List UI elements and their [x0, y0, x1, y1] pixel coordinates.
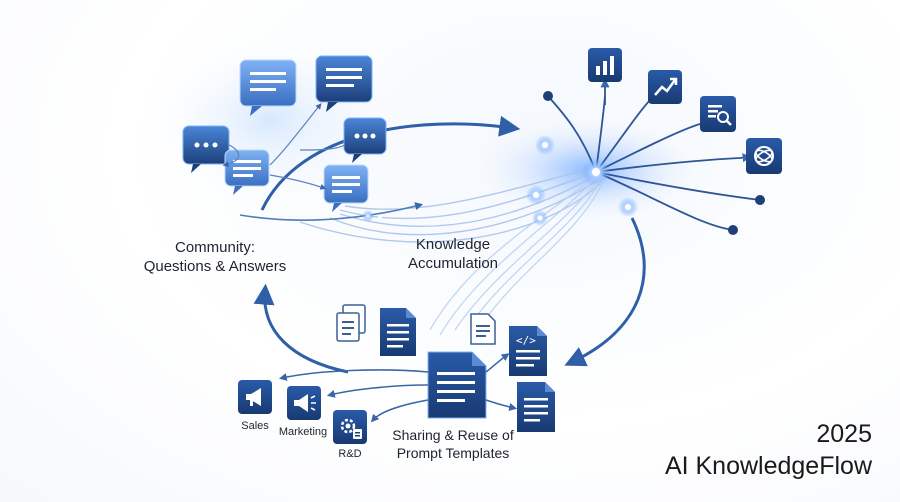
document-icon — [517, 382, 555, 432]
sales-label: Sales — [241, 420, 269, 432]
svg-text:</>: </> — [516, 334, 536, 347]
megaphone-icon — [287, 386, 321, 420]
chat-bubble-icon — [323, 164, 369, 212]
code-document-icon: </> — [509, 326, 547, 376]
community-label: Community: Questions & Answers — [143, 239, 287, 275]
document-outline-icon — [470, 313, 496, 345]
thin-arrow-to-hub — [239, 202, 424, 222]
chat-bubble-icon — [239, 59, 297, 116]
marketing-label: Marketing — [278, 426, 328, 438]
megaphone-icon — [238, 380, 272, 414]
prompt-template-document-icon — [427, 351, 487, 419]
ai-knot-icon — [746, 138, 782, 174]
trend-line-icon — [648, 70, 682, 104]
stacked-documents-icon — [336, 304, 366, 342]
chat-bubble-icon — [343, 117, 387, 163]
glow-nodes — [362, 135, 638, 226]
bar-chart-icon — [588, 48, 622, 82]
brand-title: AI KnowledgeFlow — [664, 452, 872, 480]
chat-bubble-icon — [315, 55, 373, 112]
knowledge-accumulation-label: Knowledge Accumulation — [407, 236, 499, 272]
cycle-arrow-left — [253, 283, 349, 374]
chat-bubble-icon — [224, 149, 270, 195]
sharing-reuse-label: Sharing & Reuse of Prompt Templates — [392, 427, 514, 461]
document-search-icon — [700, 96, 736, 132]
bubble-connectors — [222, 103, 346, 190]
year-label: 2025 — [816, 420, 872, 448]
template-arrows — [278, 353, 518, 423]
ray-end-dots — [543, 91, 765, 235]
document-icon — [380, 308, 416, 356]
gear-document-icon — [333, 410, 367, 444]
rnd-label: R&D — [338, 448, 362, 460]
cycle-arrow-right — [564, 217, 646, 367]
flow-strands-bottom — [429, 175, 603, 336]
